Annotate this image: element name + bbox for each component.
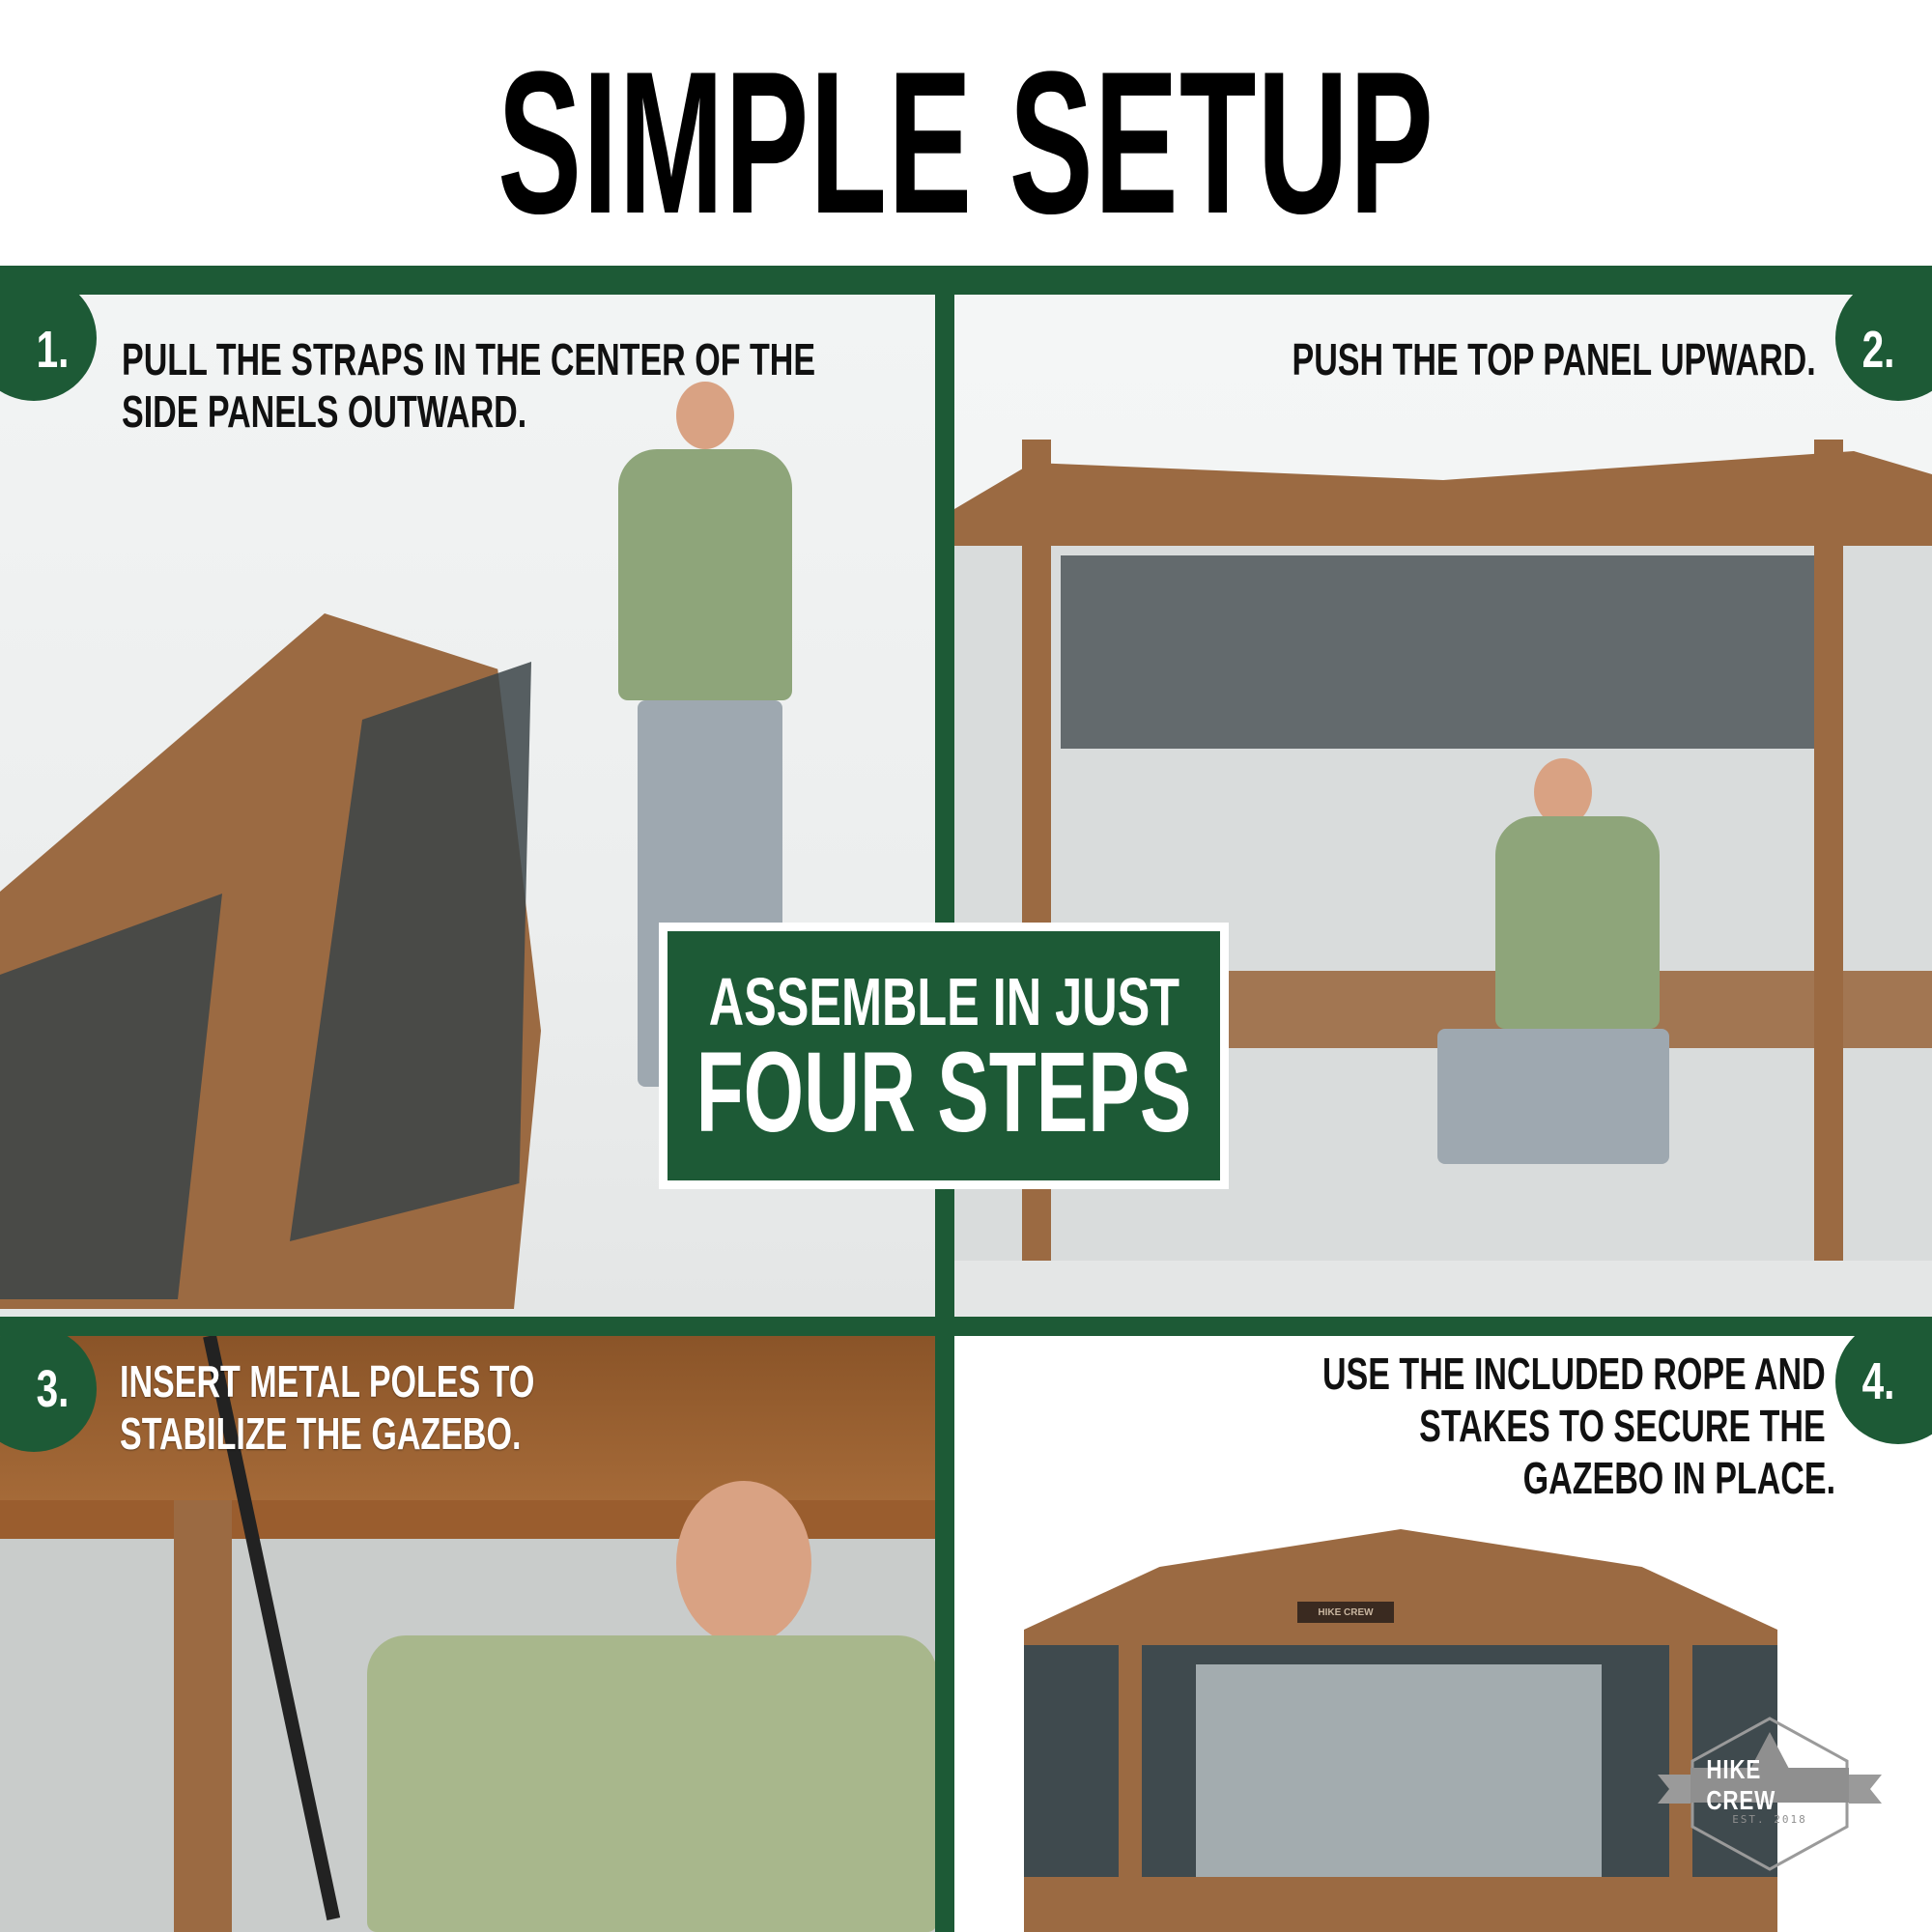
gazebo-back-window: [1196, 1664, 1602, 1877]
step-4-line-1: USE THE INCLUDED ROPE AND: [1322, 1349, 1826, 1399]
assembled-gazebo-roof: [1024, 1529, 1777, 1655]
step-1-line-2: SIDE PANELS OUTWARD.: [122, 386, 527, 437]
step-4-instruction: USE THE INCLUDED ROPE AND STAKES TO SECU…: [1322, 1348, 1835, 1504]
callout-line-1: ASSEMBLE IN JUST: [708, 964, 1179, 1039]
person-legs: [1437, 1029, 1669, 1164]
gazebo-mesh-wall: [1061, 555, 1814, 749]
step-3-line-2: STABILIZE THE GAZEBO.: [120, 1408, 522, 1459]
hike-crew-logo: HIKE CREW EST. 2018: [1654, 1715, 1886, 1879]
step-2-number: 2.: [1862, 321, 1895, 379]
canopy-logo: HIKE CREW: [1297, 1602, 1394, 1623]
logo-hexagon-icon: [1658, 1717, 1882, 1871]
person-torso: [618, 449, 792, 700]
gazebo-canopy-photo: [954, 451, 1932, 555]
step-4-number: 4.: [1862, 1352, 1895, 1410]
corner-pole: [174, 1500, 232, 1932]
page-title: SIMPLE SETUP: [0, 0, 1932, 266]
callout-box: ASSEMBLE IN JUST FOUR STEPS: [668, 931, 1220, 1180]
step-1-line-1: PULL THE STRAPS IN THE CENTER OF THE: [122, 334, 816, 384]
gazebo-pole-right: [1814, 440, 1843, 1290]
logo-established: EST. 2018: [1732, 1813, 1807, 1826]
step-1-instruction: PULL THE STRAPS IN THE CENTER OF THE SID…: [122, 333, 815, 438]
step-4-badge: 4.: [1835, 1336, 1932, 1444]
four-steps-callout: ASSEMBLE IN JUST FOUR STEPS: [659, 923, 1229, 1189]
step-4-line-3: GAZEBO IN PLACE.: [1522, 1453, 1836, 1503]
step-2-instruction: PUSH THE TOP PANEL UPWARD.: [1293, 333, 1816, 385]
person-head: [676, 1481, 811, 1645]
logo-brand-name: HIKE CREW: [1706, 1754, 1776, 1815]
person-head: [1534, 758, 1592, 826]
step-3-panel: 3. INSERT METAL POLES TO STABILIZE THE G…: [0, 1336, 935, 1932]
step-2-line-1: PUSH THE TOP PANEL UPWARD.: [1292, 334, 1816, 384]
canopy-underside-photo: [0, 1336, 935, 1500]
step-2-badge: 2.: [1835, 295, 1932, 401]
step-2-panel: 2. PUSH THE TOP PANEL UPWARD.: [954, 295, 1932, 1317]
person-torso: [1495, 816, 1660, 1029]
step-3-instruction: INSERT METAL POLES TO STABILIZE THE GAZE…: [120, 1355, 534, 1460]
person-arm-torso: [367, 1635, 935, 1932]
title-text: SIMPLE SETUP: [497, 28, 1435, 256]
gazebo-base-skirt: [1024, 1877, 1777, 1932]
step-4-panel: HIKE CREW 4. USE THE INCLUDED ROPE AND S…: [954, 1336, 1932, 1932]
canopy-logo-text: HIKE CREW: [1318, 1606, 1374, 1618]
person-head: [676, 382, 734, 449]
gazebo-floor: [954, 1261, 1932, 1317]
step-3-number: 3.: [37, 1360, 70, 1418]
step-1-number: 1.: [37, 321, 70, 379]
step-3-line-1: INSERT METAL POLES TO: [120, 1356, 535, 1406]
logo-banner: HIKE CREW: [1690, 1754, 1849, 1815]
step-4-line-2: STAKES TO SECURE THE: [1419, 1401, 1826, 1451]
step-1-badge: 1.: [0, 295, 97, 401]
callout-line-2: FOUR STEPS: [696, 1029, 1192, 1156]
